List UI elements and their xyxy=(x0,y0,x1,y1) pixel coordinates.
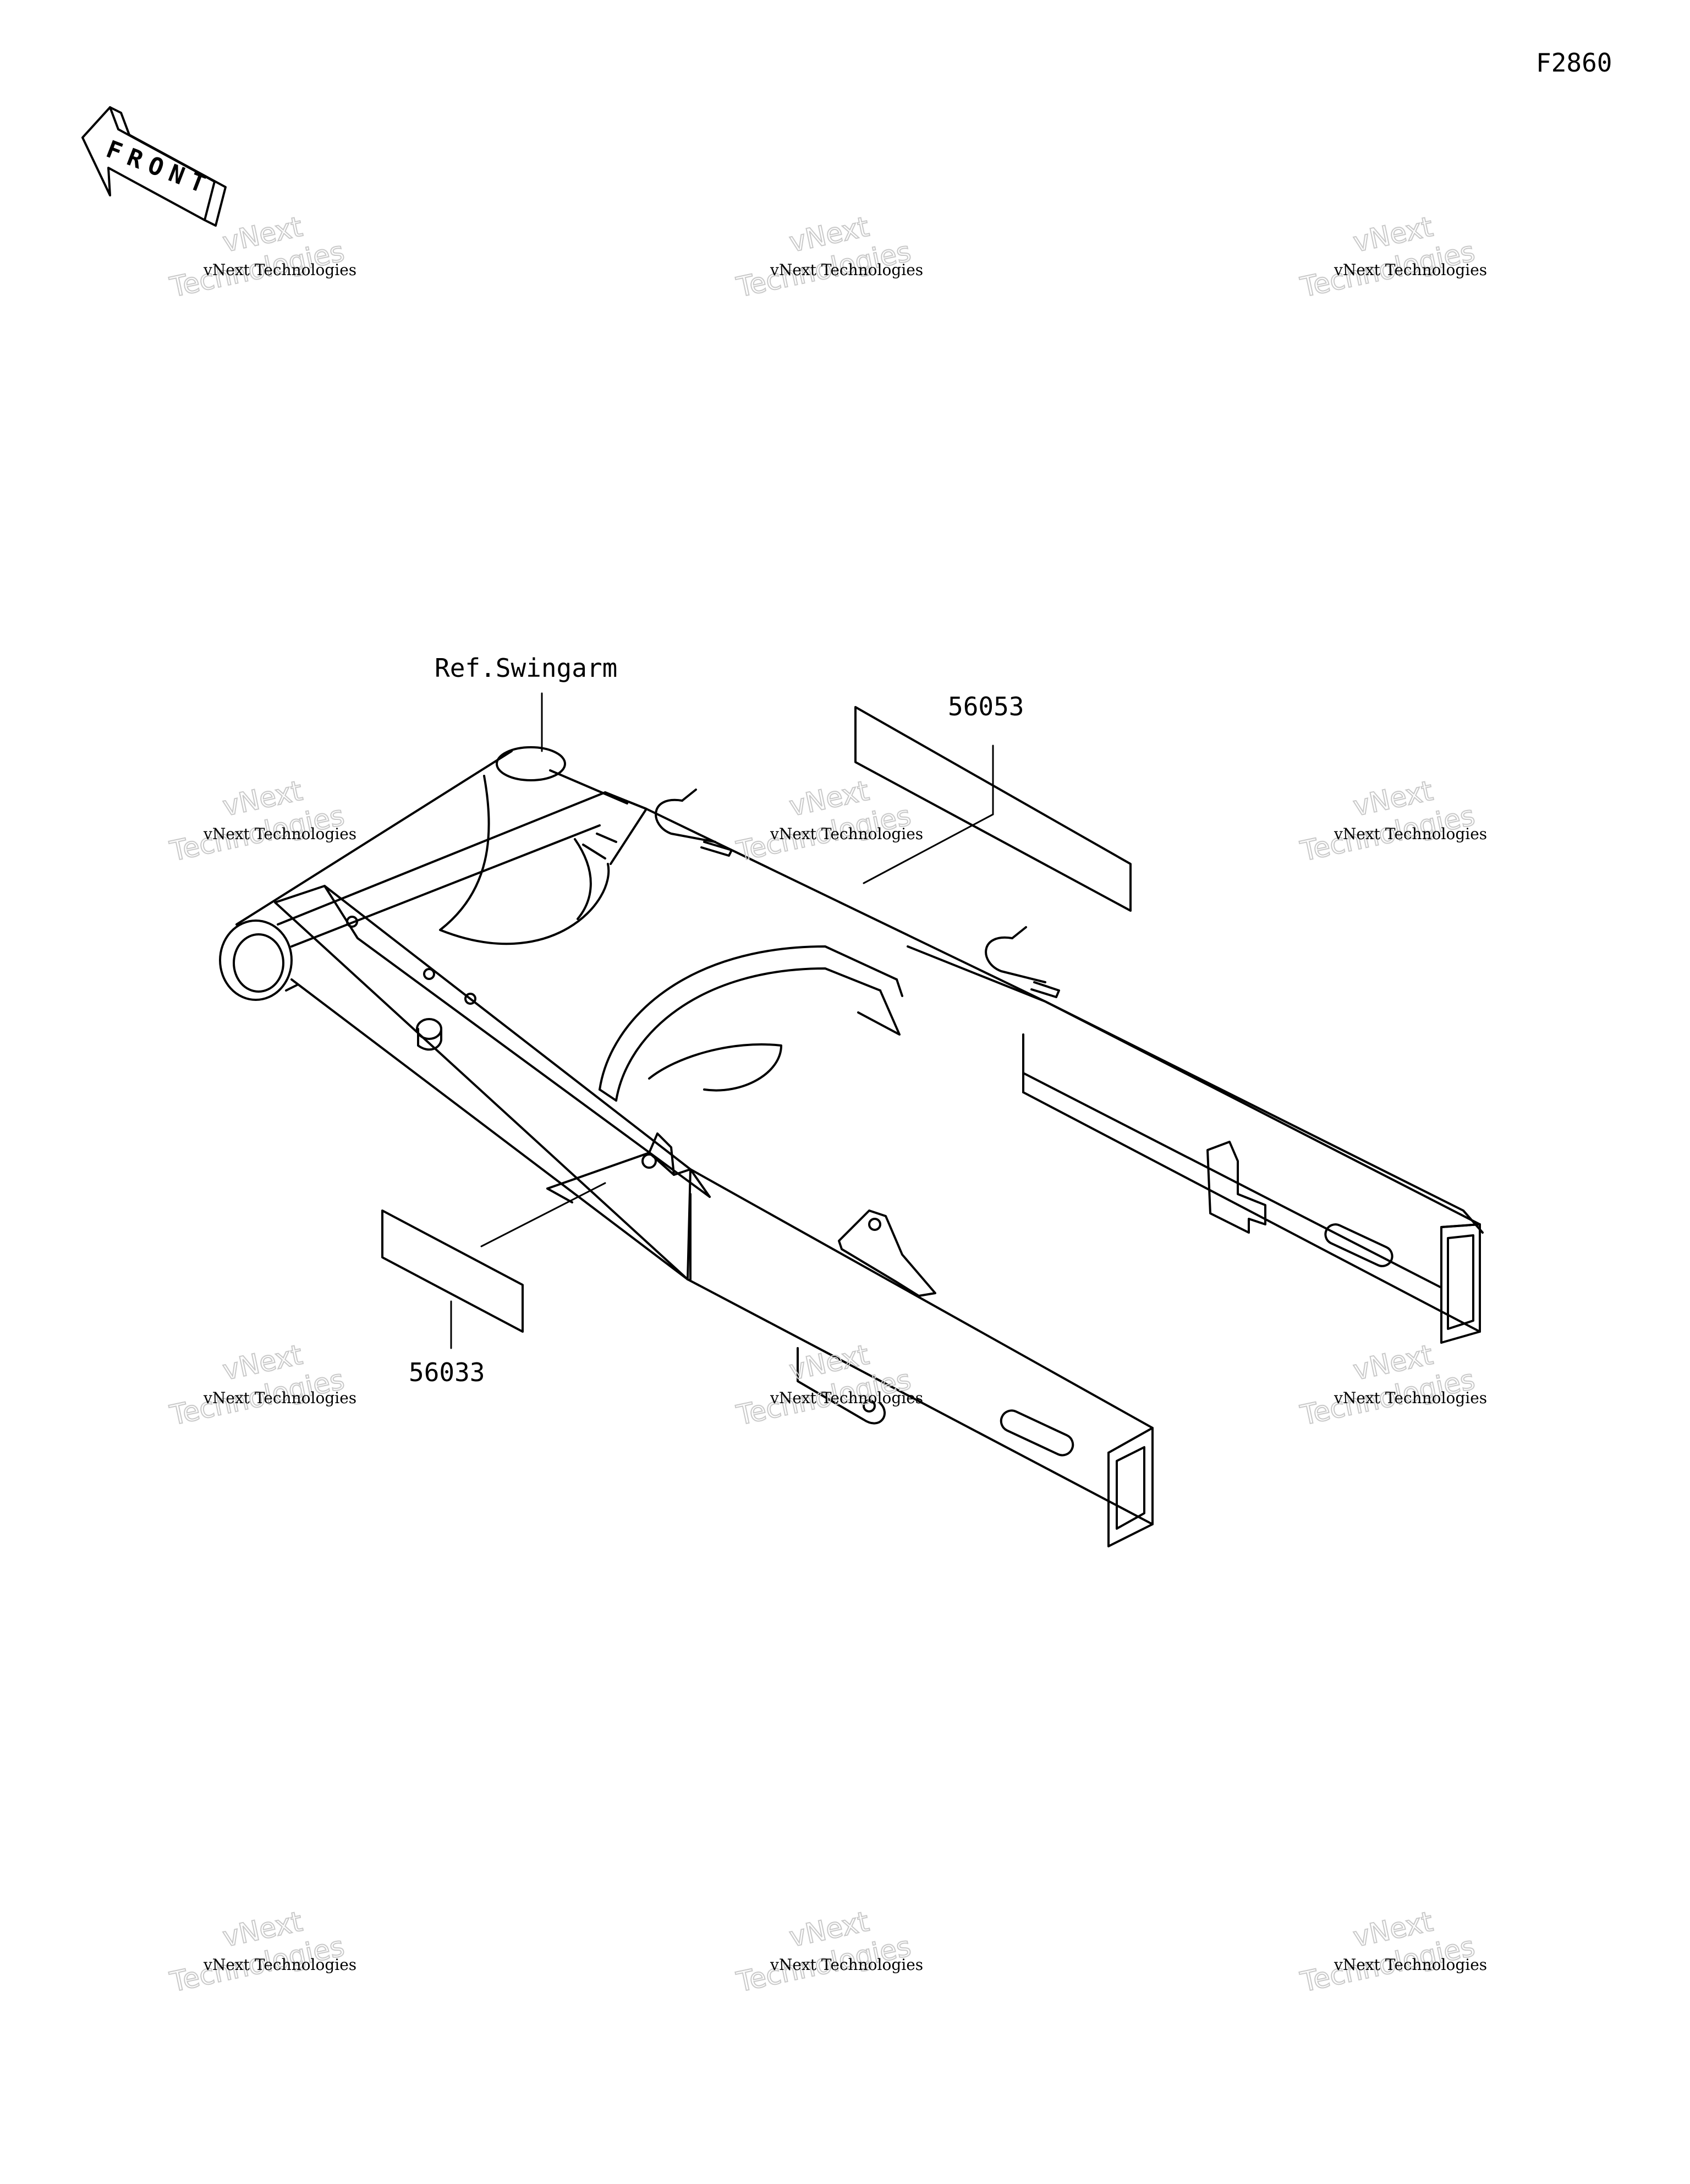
svg-text:vNext Technologies: vNext Technologies xyxy=(770,261,923,279)
decal-56053 xyxy=(854,706,1132,912)
watermark: vNext Technologies vNext Technologies xyxy=(1297,1905,1488,1999)
watermark: vNext Technologies vNext Technologies xyxy=(167,1338,357,1432)
watermark: vNext Technologies vNext Technologies xyxy=(733,1905,924,1999)
watermark: vNext Technologies vNext Technologies xyxy=(1297,210,1488,304)
watermark: vNext Technologies vNext Technologies xyxy=(167,774,357,868)
watermark: vNext Technologies vNext Technologies xyxy=(167,210,357,304)
svg-text:vNext Technologies: vNext Technologies xyxy=(770,1956,923,1974)
svg-text:vNext Technologies: vNext Technologies xyxy=(1334,261,1487,279)
watermark: vNext Technologies vNext Technologies xyxy=(1297,774,1488,868)
watermark: vNext Technologies vNext Technologies xyxy=(1297,1338,1488,1432)
svg-text:vNext Technologies: vNext Technologies xyxy=(203,1389,356,1407)
callout-56053-label: 56053 xyxy=(948,692,1024,721)
figure-id: F2860 xyxy=(1536,48,1612,78)
decal-56033 xyxy=(381,1182,606,1349)
watermarks: vNext Technologies vNext Technologies vN… xyxy=(167,210,1488,1999)
svg-text:vNext Technologies: vNext Technologies xyxy=(770,825,923,843)
watermark: vNext Technologies vNext Technologies xyxy=(167,1905,357,1999)
svg-text:vNext Technologies: vNext Technologies xyxy=(203,825,356,843)
watermark: vNext Technologies vNext Technologies xyxy=(733,1338,924,1432)
watermark: vNext Technologies vNext Technologies xyxy=(733,774,924,868)
watermark: vNext Technologies vNext Technologies xyxy=(733,210,924,304)
front-label: FRONT xyxy=(102,135,216,201)
callout-56033-label: 56033 xyxy=(409,1358,485,1387)
svg-text:vNext Technologies: vNext Technologies xyxy=(1334,1389,1487,1407)
svg-text:vNext Technologies: vNext Technologies xyxy=(770,1389,923,1407)
svg-text:vNext Technologies: vNext Technologies xyxy=(203,261,356,279)
svg-text:vNext Technologies: vNext Technologies xyxy=(1334,825,1487,843)
svg-text:vNext Technologies: vNext Technologies xyxy=(1334,1956,1487,1974)
svg-text:vNext Technologies: vNext Technologies xyxy=(203,1956,356,1974)
ref-swingarm-label: Ref.Swingarm xyxy=(435,653,617,683)
swingarm-drawing xyxy=(219,746,1484,1547)
front-arrow-icon: FRONT xyxy=(81,106,227,227)
